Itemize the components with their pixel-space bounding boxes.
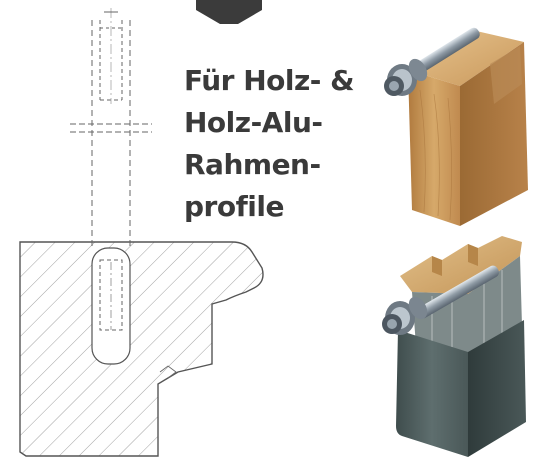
frame-profile-section xyxy=(19,241,264,457)
headline-line-4: profile xyxy=(184,190,284,223)
bolt-icon xyxy=(384,27,480,96)
headline-line-3: Rahmen- xyxy=(184,148,321,181)
headline-line-2: Holz-Alu- xyxy=(184,106,323,139)
wood-alu-frame-render xyxy=(382,236,526,457)
break-lines xyxy=(70,123,152,133)
top-tab-shape xyxy=(196,0,262,24)
headline-line-1: Für Holz- & xyxy=(184,64,355,97)
bolt-icon xyxy=(382,265,500,335)
wood-frame-render xyxy=(384,27,528,226)
headline: Für Holz- & Holz-Alu- Rahmen- profile xyxy=(184,60,364,228)
bolt-shaft xyxy=(91,8,131,250)
